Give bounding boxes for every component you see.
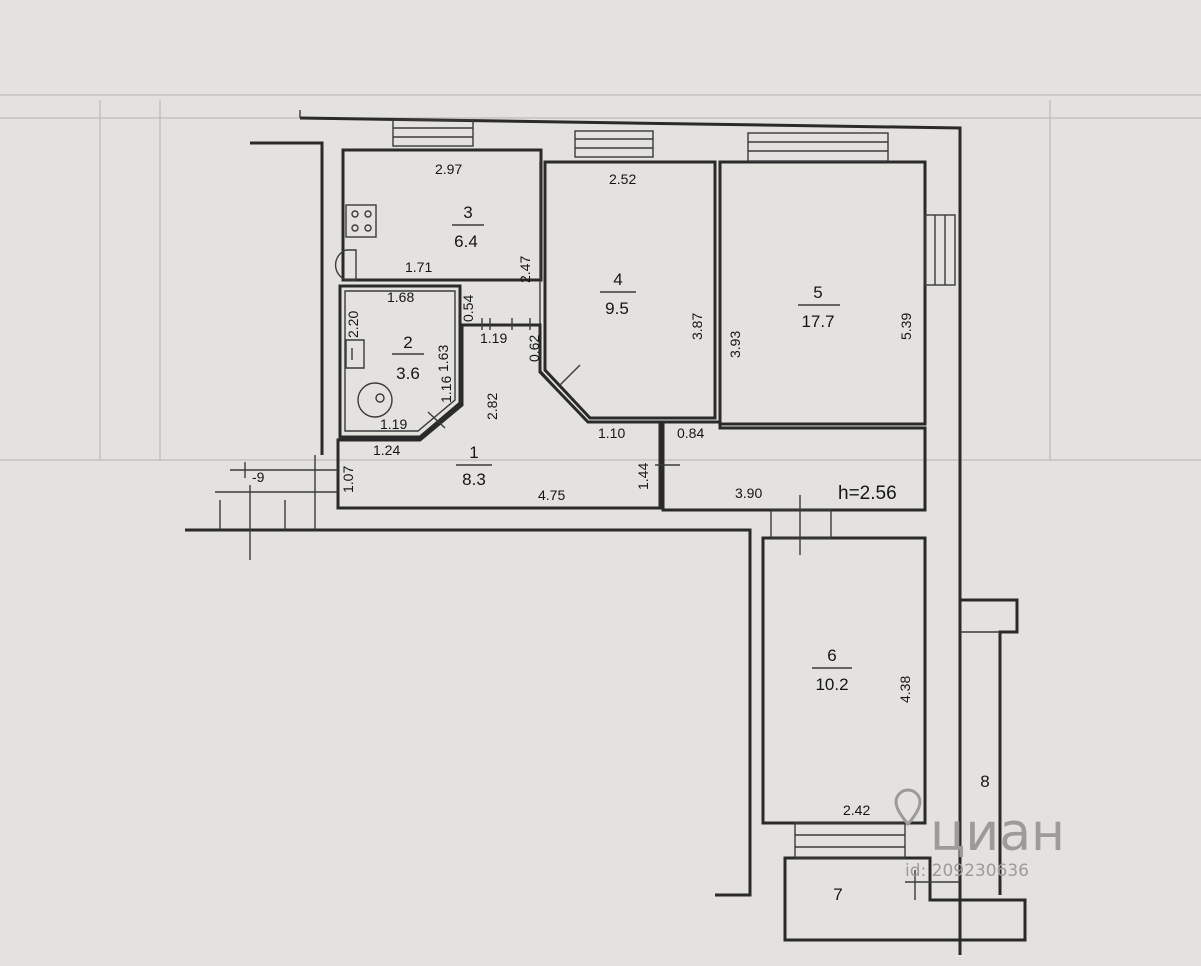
watermark-id: id: 209230636 bbox=[905, 861, 1029, 881]
fixtures bbox=[334, 204, 393, 418]
dim-r5-door: 0.84 bbox=[677, 425, 704, 441]
dim-r5-left: 3.93 bbox=[727, 331, 743, 358]
toilet-icon bbox=[357, 382, 393, 418]
dim-r2-bottom: 1.19 bbox=[380, 416, 407, 432]
dim-r5-bottom: 3.90 bbox=[735, 485, 762, 501]
dim-r4-left: 0.62 bbox=[526, 335, 542, 362]
room-6-number: 6 bbox=[827, 646, 836, 665]
dim-r6-right: 4.38 bbox=[897, 676, 913, 703]
room-5-number: 5 bbox=[813, 283, 822, 302]
dim-r2-top: 1.68 bbox=[387, 289, 414, 305]
dim-door-119: 1.19 bbox=[480, 330, 507, 346]
dimensions: 2.97 1.71 2.47 1.68 2.20 1.63 1.16 1.19 … bbox=[252, 161, 914, 818]
walls bbox=[185, 110, 1027, 955]
entrance-marks bbox=[215, 318, 960, 900]
room-4-number: 4 bbox=[613, 270, 622, 289]
room-labels: 3 6.4 2 3.6 4 9.5 5 17.7 1 8.3 6 10.2 7 … bbox=[392, 203, 990, 904]
dim-door-054: 0.54 bbox=[460, 295, 476, 322]
room-1-area: 8.3 bbox=[462, 470, 486, 489]
dim-r2-right: 1.63 bbox=[435, 345, 451, 372]
stove-icon bbox=[345, 204, 377, 238]
watermark-brand: циан bbox=[930, 803, 1065, 863]
dim-r3-inner: 1.71 bbox=[405, 259, 432, 275]
dim-r5-right: 5.39 bbox=[898, 313, 914, 340]
dim-r1-bottom: 4.75 bbox=[538, 487, 565, 503]
background-table-lines bbox=[0, 94, 1201, 461]
dim-r4-top: 2.52 bbox=[609, 171, 636, 187]
washbasin-icon bbox=[345, 339, 365, 369]
watermark: циан id: 209230636 bbox=[894, 788, 1065, 881]
dim-r2-diag: 1.16 bbox=[438, 376, 454, 403]
dim-r4-bottom: 1.10 bbox=[598, 425, 625, 441]
room-2-number: 2 bbox=[403, 333, 412, 352]
dim-r3-top: 2.97 bbox=[435, 161, 462, 177]
dim-r1-left: 1.07 bbox=[340, 466, 356, 493]
room-6-area: 10.2 bbox=[815, 675, 848, 694]
dim-r4-right: 3.87 bbox=[689, 313, 705, 340]
room-5-area: 17.7 bbox=[801, 312, 834, 331]
dim-r2-left: 2.20 bbox=[345, 311, 361, 338]
dim-r1-right: 1.44 bbox=[635, 463, 651, 490]
dim-r1-top: 1.24 bbox=[373, 442, 400, 458]
location-pin-icon bbox=[894, 788, 922, 827]
room-8-number: 8 bbox=[980, 772, 989, 791]
ceiling-height: h=2.56 bbox=[838, 483, 897, 504]
room-3-area: 6.4 bbox=[454, 232, 478, 251]
room-2-area: 3.6 bbox=[396, 364, 420, 383]
room-4-area: 9.5 bbox=[605, 299, 629, 318]
room-7-number: 7 bbox=[833, 885, 842, 904]
dim-r1-mid: 2.82 bbox=[484, 393, 500, 420]
dim-r6-bottom: 2.42 bbox=[843, 802, 870, 818]
dim-r3-right: 2.47 bbox=[517, 256, 533, 283]
windows bbox=[392, 119, 956, 859]
room-1-number: 1 bbox=[469, 443, 478, 462]
sink-icon bbox=[334, 249, 357, 281]
stray-mark: -9 bbox=[252, 469, 265, 485]
room-3-number: 3 bbox=[463, 203, 472, 222]
